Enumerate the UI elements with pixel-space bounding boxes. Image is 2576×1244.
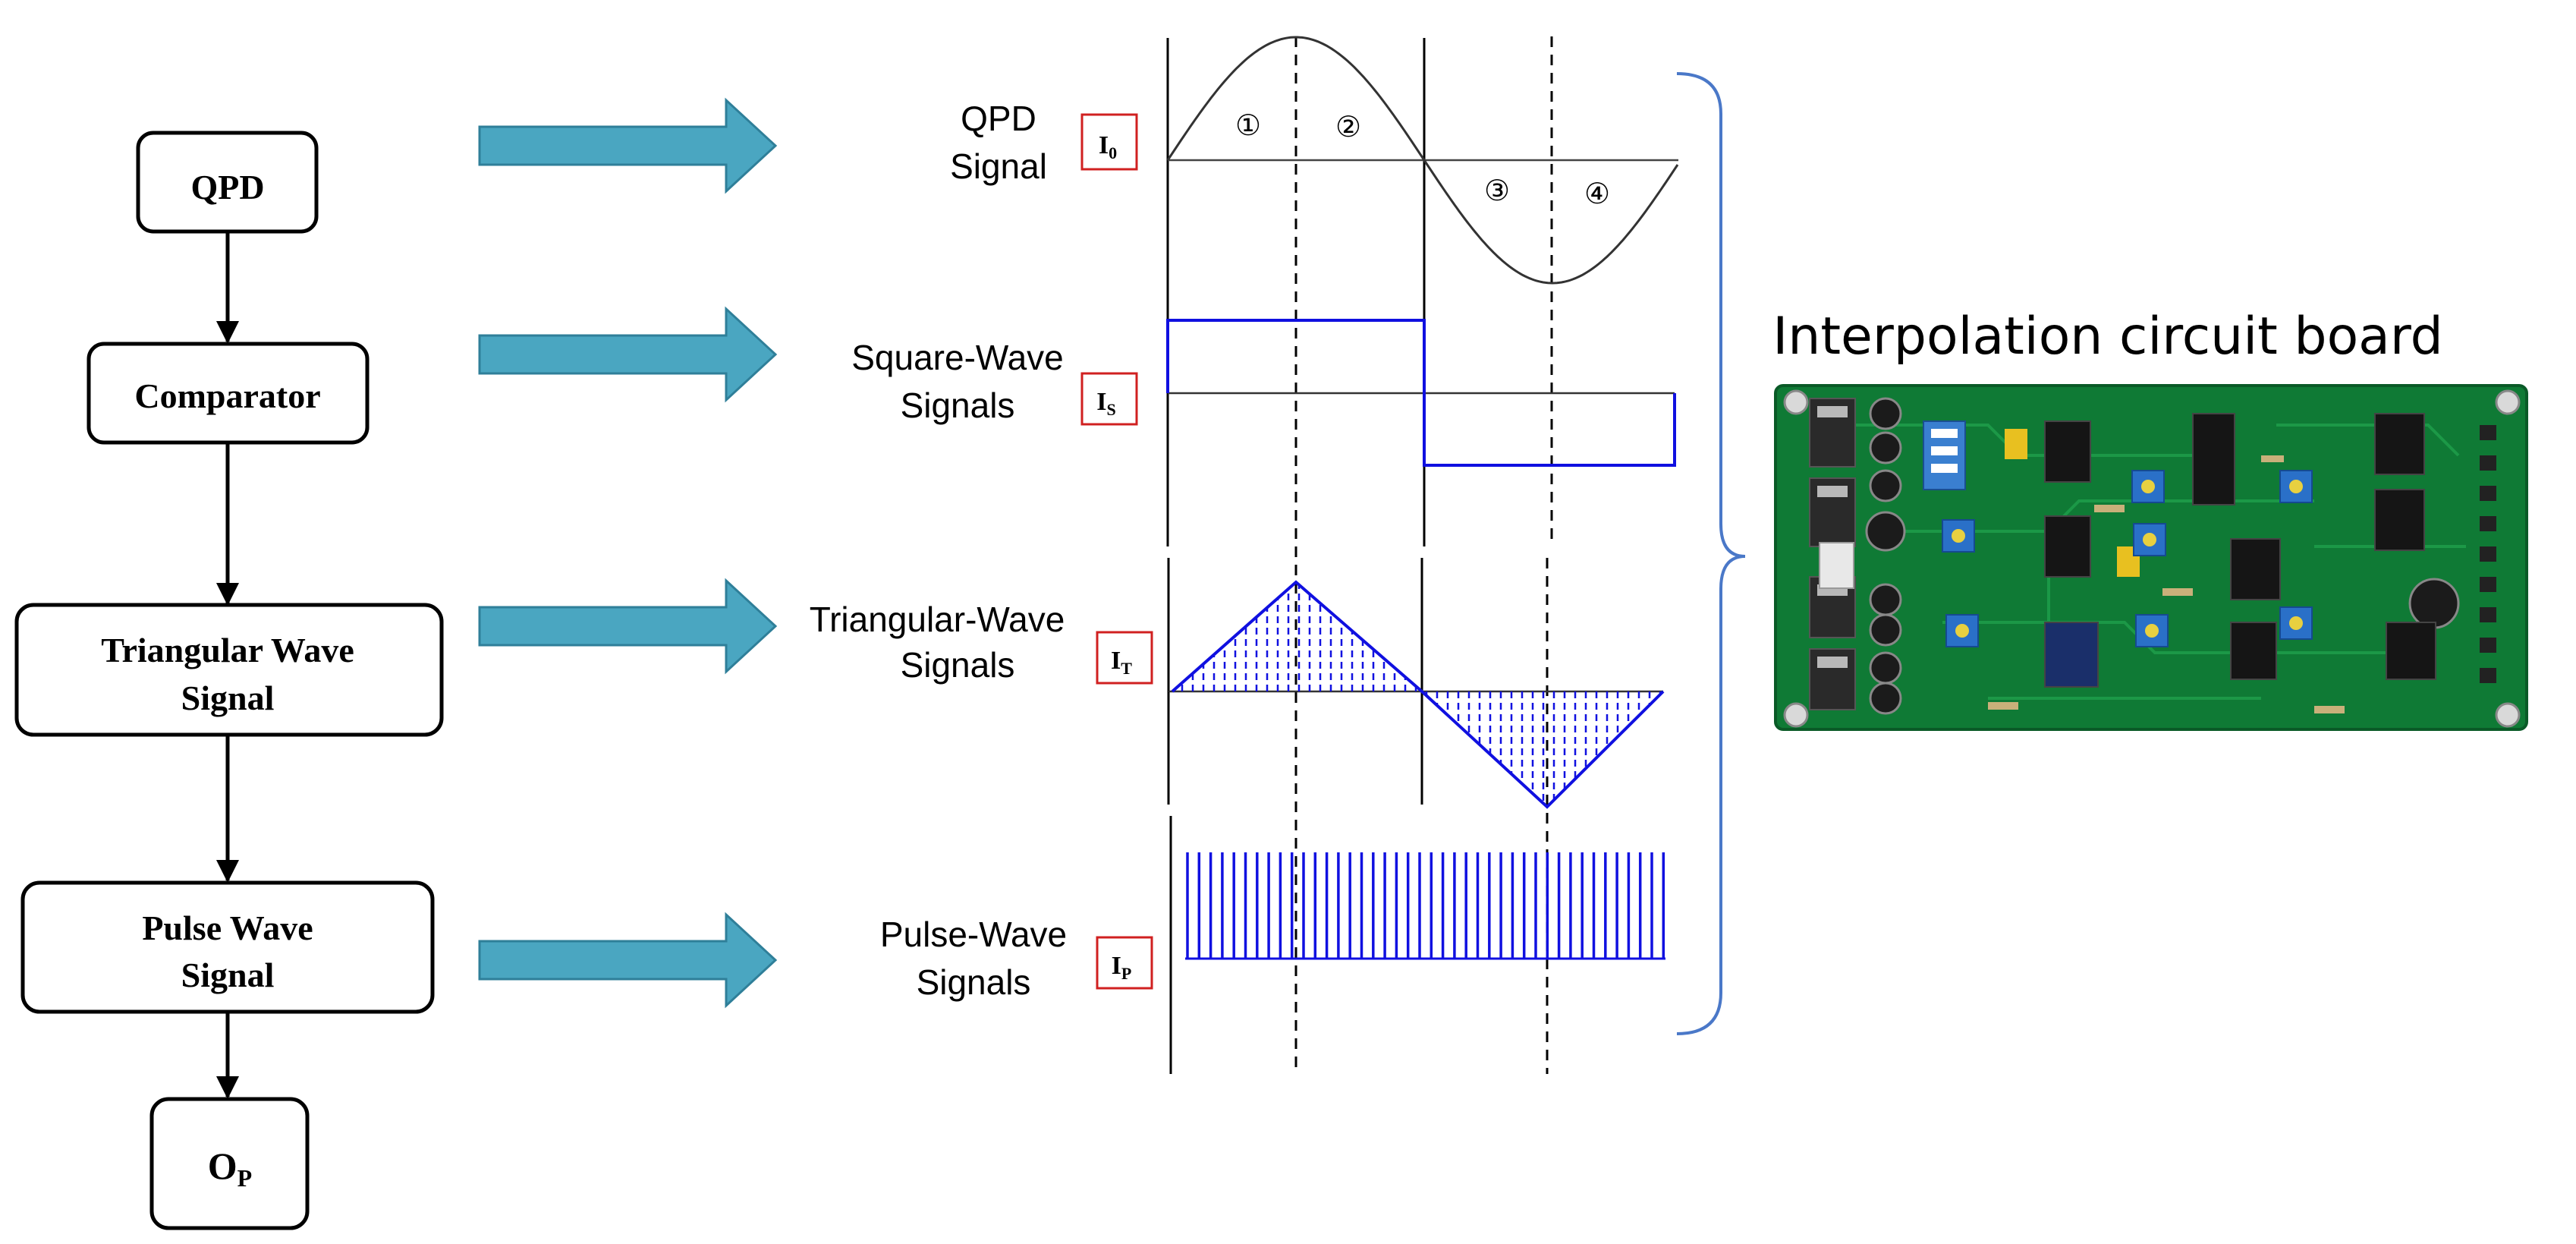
signal-labels: QPD Signal Square-Wave Signals Triangula… (810, 99, 1067, 1002)
phase-marker-4: ④ (1584, 177, 1610, 210)
flow-box-triangular: Triangular Wave Signal (14, 603, 444, 737)
board-title: Interpolation circuit board (1772, 307, 2443, 367)
signal-label-triangular-2: Signals (901, 645, 1015, 685)
output-symbol-sub: P (237, 1164, 253, 1192)
flow-box-triangular-label-1: Triangular Wave (101, 631, 354, 669)
flow-box-pulse: Pulse Wave Signal (20, 880, 435, 1014)
svg-text:IS: IS (1096, 388, 1115, 419)
flow-box-pulse-label-1: Pulse Wave (142, 909, 313, 947)
triangular-wave-line (1171, 580, 1665, 809)
signal-label-pulse-1: Pulse-Wave (880, 915, 1067, 954)
square-wave-line (1166, 319, 1676, 467)
phase-dashed-lines (1294, 36, 1553, 1074)
waveforms: ① ② ③ ④ (1166, 36, 1679, 1074)
output-symbol-main: O (208, 1145, 237, 1187)
arrow-right-icon (478, 97, 778, 194)
flow-box-comparator: Comparator (86, 342, 370, 445)
phase-marker-3: ③ (1484, 174, 1510, 207)
signal-label-qpd-1: QPD (961, 99, 1036, 138)
flow-box-pulse-label-2: Signal (181, 956, 275, 994)
square-waveform (1166, 319, 1676, 467)
svg-text:IP: IP (1112, 952, 1132, 983)
phase-marker-2: ② (1335, 110, 1361, 143)
qpd-waveform: ① ② ③ ④ (1166, 36, 1679, 285)
svg-text:OP: OP (208, 1145, 252, 1192)
flow-box-output: OP (149, 1097, 310, 1230)
pcb-photo (1774, 384, 2528, 731)
phase-marker-1: ① (1235, 109, 1261, 142)
signal-label-square-2: Signals (901, 386, 1015, 425)
symbol-box-it: IT (1096, 631, 1153, 685)
symbol-box-ip: IP (1096, 936, 1153, 990)
flow-box-triangular-label-2: Signal (181, 679, 275, 717)
svg-text:I0: I0 (1099, 131, 1117, 162)
grouping-brace (1676, 72, 1746, 1035)
signal-label-square-1: Square-Wave (851, 338, 1064, 377)
arrow-right-icon (478, 578, 778, 675)
signal-label-pulse-2: Signals (917, 962, 1031, 1002)
symbol-box-is: IS (1080, 372, 1138, 426)
flow-box-comparator-label: Comparator (134, 376, 320, 415)
signal-label-qpd-2: Signal (950, 146, 1047, 186)
pulse-waveform (1185, 852, 1665, 960)
signal-symbols: I0 IS IT IP (1080, 113, 1153, 990)
flow-box-qpd-label: QPD (190, 168, 264, 206)
signal-label-triangular-1: Triangular-Wave (810, 600, 1065, 639)
qpd-sine-curve (1166, 36, 1679, 285)
triangular-hatch (1181, 584, 1662, 804)
triangular-waveform (1168, 580, 1665, 809)
arrow-right-icon (478, 912, 778, 1009)
arrow-right-icon (478, 306, 778, 403)
pulse-train (1186, 852, 1665, 959)
stage-arrows (478, 97, 778, 1009)
flowchart: QPD Comparator Triangular Wave Signal Pu… (14, 131, 444, 1230)
symbol-box-i0: I0 (1080, 113, 1138, 171)
flow-box-qpd: QPD (136, 131, 319, 234)
svg-text:IT: IT (1111, 647, 1132, 678)
